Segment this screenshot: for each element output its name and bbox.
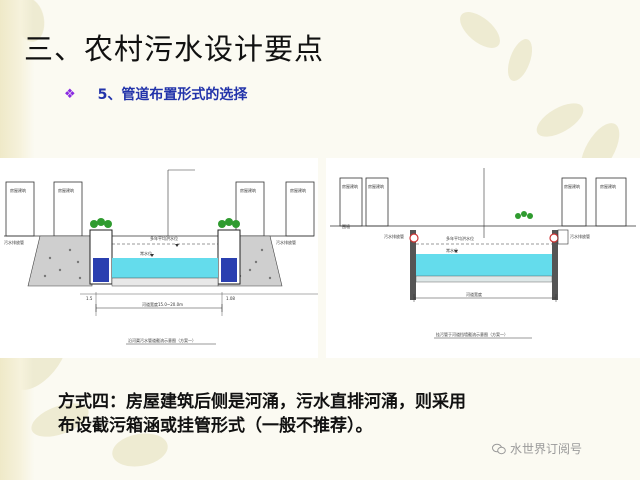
svg-text:污水排放管: 污水排放管 — [570, 233, 590, 239]
svg-text:房屋建筑: 房屋建筑 — [342, 183, 358, 189]
svg-text:河道宽度15.0~20.0m: 河道宽度15.0~20.0m — [142, 301, 183, 307]
svg-text:1.5: 1.5 — [86, 296, 93, 301]
watermark-text: 水世界订阅号 — [510, 442, 583, 456]
house-left-1 — [5, 181, 35, 237]
bullet-row: ❖ 5、管道布置形式的选择 — [64, 84, 247, 104]
svg-text:围墙: 围墙 — [342, 223, 350, 229]
svg-text:污水排放管: 污水排放管 — [384, 233, 404, 239]
house-right-1 — [561, 177, 587, 227]
svg-text:房屋建筑: 房屋建筑 — [564, 183, 580, 189]
river-wall-right — [552, 230, 558, 300]
hanging-pipe-left — [409, 233, 419, 243]
river-water — [416, 254, 552, 276]
vegetation-right — [218, 218, 240, 228]
wechat-icon — [492, 443, 506, 454]
left-cross-section-diagram: 房屋建筑 房屋建筑 房屋建筑 房屋建筑 多年平均洪水位 常水位 污水排放管 污水排放… — [0, 158, 318, 358]
svg-text:房屋建筑: 房屋建筑 — [58, 187, 74, 193]
svg-text:1.08: 1.08 — [226, 296, 235, 301]
vegetation-right — [515, 211, 533, 219]
svg-text:挂污管于河道挡墙截流示意图（方案一）: 挂污管于河道挡墙截流示意图（方案一） — [436, 331, 508, 337]
house-left-1 — [339, 177, 363, 227]
river-water — [112, 258, 218, 278]
svg-text:多年平均洪水位: 多年平均洪水位 — [150, 235, 178, 241]
svg-text:房屋建筑: 房屋建筑 — [600, 183, 616, 189]
river-wall-left — [410, 230, 416, 300]
method-description: 方式四：房屋建筑后侧是河涌，污水直排河涌，则采用 布设截污箱涵或挂管形式（一般不… — [58, 390, 618, 438]
svg-text:河道宽度: 河道宽度 — [466, 291, 482, 297]
method-text-line-1: 方式四：房屋建筑后侧是河涌，污水直排河涌，则采用 — [58, 392, 466, 412]
watermark: 水世界订阅号 — [492, 440, 582, 457]
method-text-line-2: 布设截污箱涵或挂管形式（一般不推荐）。 — [58, 416, 373, 436]
svg-text:房屋建筑: 房屋建筑 — [368, 183, 384, 189]
svg-text:常水位: 常水位 — [446, 247, 458, 253]
svg-text:污水排放管: 污水排放管 — [4, 239, 24, 245]
slide-title: 三、农村污水设计要点 — [24, 32, 325, 66]
vegetation-left — [90, 218, 112, 228]
svg-text:房屋建筑: 房屋建筑 — [10, 187, 26, 193]
house-right-2 — [595, 177, 627, 227]
svg-text:污水排放管: 污水排放管 — [276, 239, 296, 245]
svg-text:房屋建筑: 房屋建筑 — [240, 187, 256, 193]
bullet-subtitle: 5、管道布置形式的选择 — [97, 87, 248, 103]
house-right-2 — [285, 181, 315, 237]
svg-text:多年平均洪水位: 多年平均洪水位 — [446, 235, 474, 241]
svg-text:房屋建筑: 房屋建筑 — [290, 187, 306, 193]
svg-text:常水位: 常水位 — [140, 250, 152, 256]
embankment-left — [27, 235, 93, 287]
diamond-bullet-icon: ❖ — [64, 86, 76, 102]
hanging-pipe-right — [549, 233, 559, 243]
house-left-2 — [365, 177, 389, 227]
right-cross-section-diagram: 房屋建筑 房屋建筑 房屋建筑 房屋建筑 污水排放管 污水排放管 多年平均洪水位 常水… — [326, 158, 640, 358]
svg-text:沿河渠污水管道截流示意图（方案一）: 沿河渠污水管道截流示意图（方案一） — [128, 337, 196, 343]
